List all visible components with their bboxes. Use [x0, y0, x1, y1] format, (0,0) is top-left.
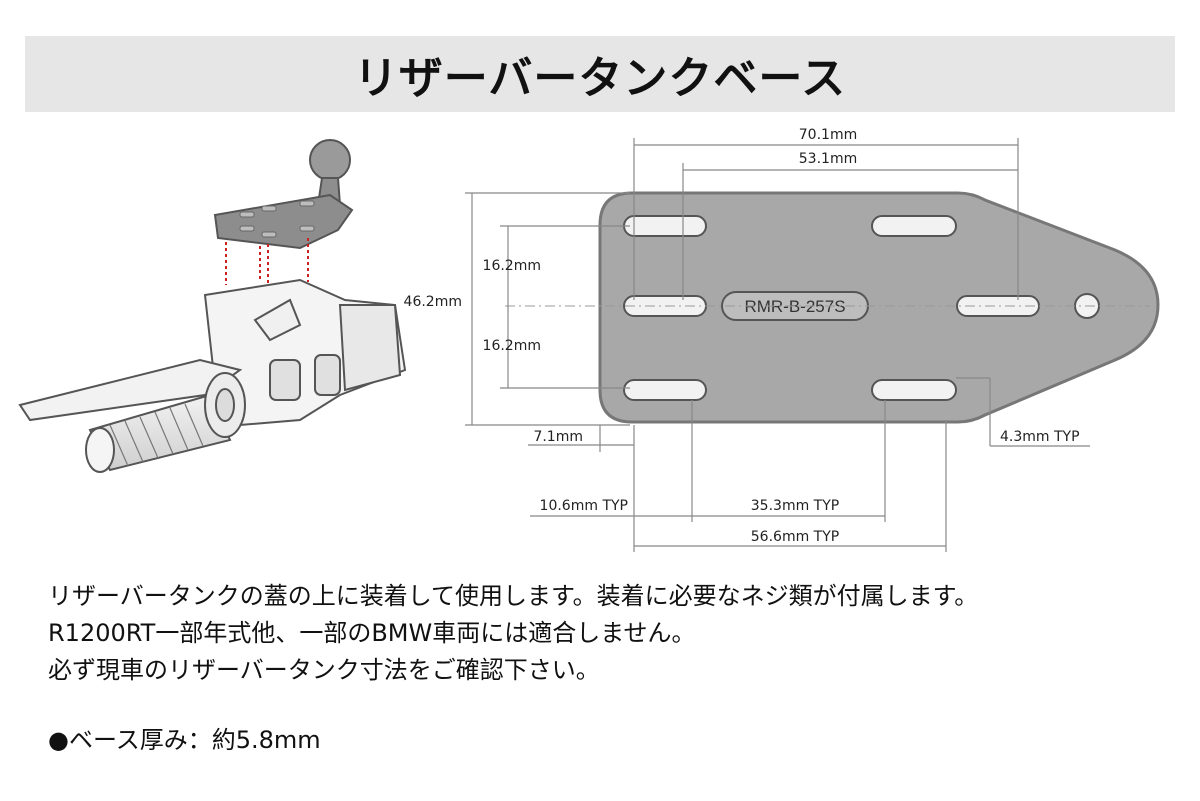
title-banner: リザーバータンクベース	[25, 36, 1175, 112]
slot-top-right	[871, 215, 957, 237]
base-plate-icon	[213, 193, 354, 250]
description-line: リザーバータンクの蓋の上に装着して使用します。装着に必要なネジ類が付属します。	[48, 582, 979, 610]
dim-edge-offset: 7.1mm	[533, 429, 583, 445]
thickness-spec: ●ベース厚み：約5.8mm	[48, 726, 321, 754]
dim-height-total: 46.2mm	[404, 294, 462, 310]
dim-lower-spacing: 16.2mm	[483, 338, 541, 354]
dim-slot-gap: 35.3mm TYP	[751, 498, 839, 514]
description-line: R1200RT一部年式他、一部のBMW車両には適合しません。	[48, 619, 696, 647]
description-line: 必ず現車のリザーバータンク寸法をご確認下さい。	[48, 656, 600, 684]
page-title: リザーバータンクベース	[353, 53, 847, 104]
slot-top-left	[623, 215, 707, 237]
dim-slot-edge: 4.3mm TYP	[1000, 429, 1080, 445]
product-figure: RMR-B-257S	[18, 127, 1160, 552]
dim-overall-width: 70.1mm	[799, 127, 857, 143]
dimension-drawing: RMR-B-257S	[404, 127, 1160, 552]
dim-slot-length: 10.6mm TYP	[540, 498, 628, 514]
mount-illustration	[18, 139, 407, 473]
slot-bot-left	[623, 379, 707, 401]
dim-upper-spacing: 16.2mm	[483, 258, 541, 274]
description: リザーバータンクの蓋の上に装着して使用します。装着に必要なネジ類が付属します。 …	[48, 578, 1168, 689]
slot-bot-right	[871, 379, 957, 401]
dim-slot-overall: 56.6mm TYP	[751, 529, 839, 545]
dim-hole-span: 53.1mm	[799, 151, 857, 167]
ball-icon	[309, 139, 351, 181]
